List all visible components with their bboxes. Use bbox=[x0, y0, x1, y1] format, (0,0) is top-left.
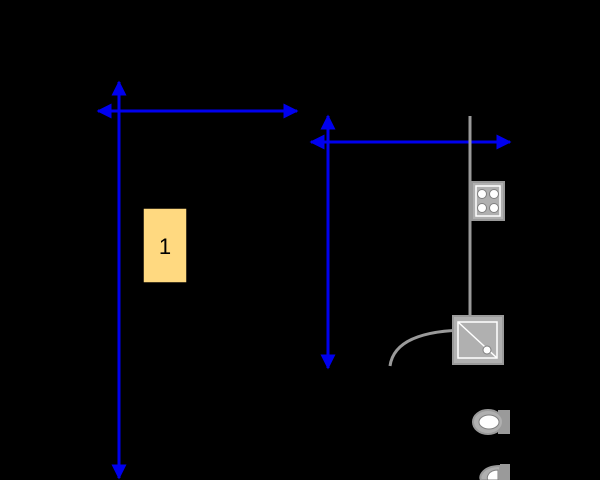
dimension-lines bbox=[96, 80, 512, 480]
shower-icon bbox=[452, 315, 504, 365]
stove-burner-3 bbox=[477, 203, 487, 213]
room-label-text: 1 bbox=[159, 234, 171, 259]
room-label-box bbox=[142, 207, 188, 284]
stove-burner-4 bbox=[489, 203, 499, 213]
stove-icon bbox=[471, 181, 505, 221]
stove-burner-2 bbox=[489, 189, 499, 199]
toilet-icon bbox=[479, 464, 510, 480]
stove-body bbox=[471, 181, 505, 221]
stove-inner bbox=[475, 185, 501, 217]
stove-burner-1 bbox=[477, 189, 487, 199]
shower-drain bbox=[482, 345, 492, 355]
room-label: 1 bbox=[142, 207, 188, 284]
toilet-seat bbox=[486, 469, 499, 480]
sink-icon bbox=[472, 409, 510, 435]
toilet-tank bbox=[500, 464, 510, 480]
sink-bowl bbox=[478, 414, 500, 430]
